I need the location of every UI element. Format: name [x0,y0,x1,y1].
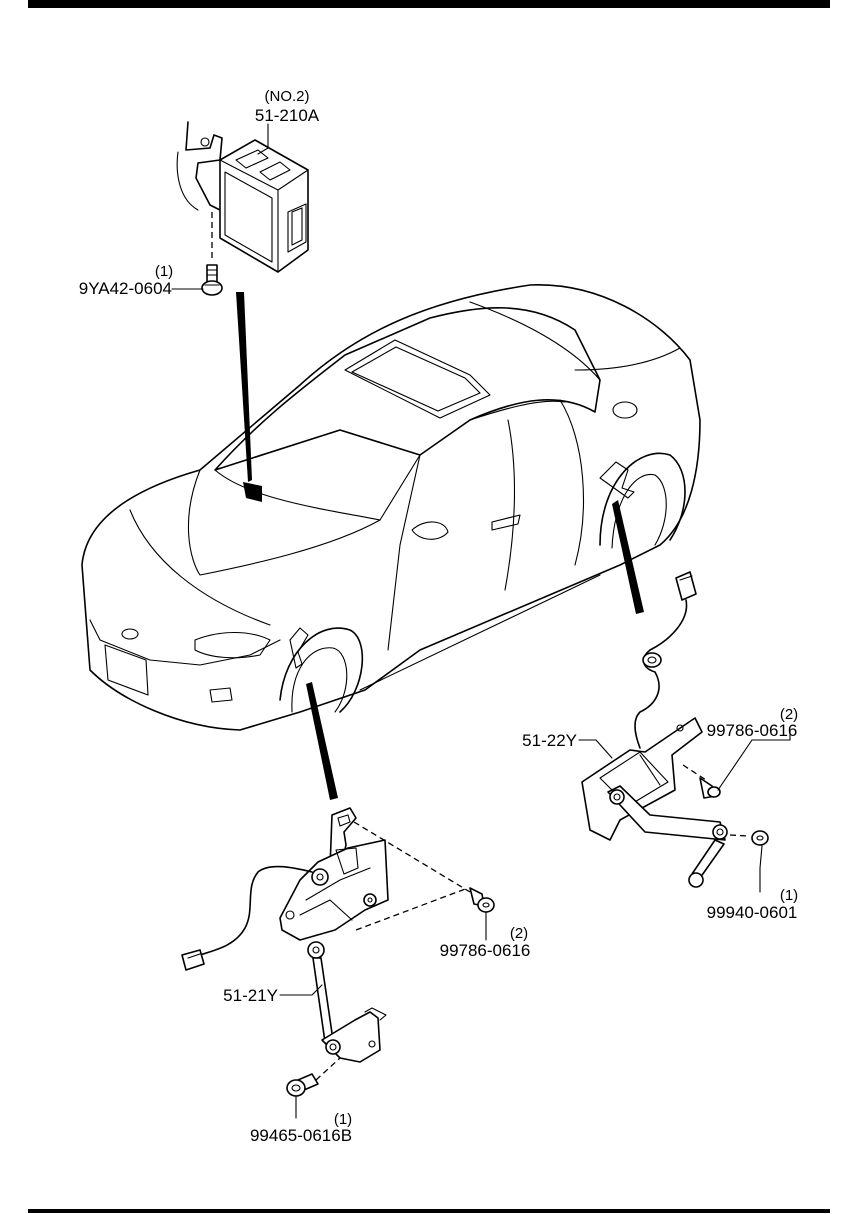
front-screw-qty: (1) [334,1111,352,1128]
front-height-sensor-51-21Y [181,807,495,1119]
front-bolt-part-number: 99786-0616 [440,941,531,960]
rear-nut-part-number: 99940-0601 [707,903,798,922]
rear-height-sensor-51-22Y [578,571,791,893]
pointer-rear-sensor [612,500,644,614]
screw-top-part-number: 9YA42-0604 [79,279,172,298]
front-sensor-part-number: 51-21Y [223,986,278,1005]
top-border [28,0,830,8]
pointer-front-sensor [306,682,338,800]
rear-sensor-part-number: 51-22Y [522,731,577,750]
rear-nut-qty: (1) [780,887,798,904]
screw-top-qty: (1) [155,263,173,280]
front-screw-part-number: 99465-0616B [250,1126,352,1145]
bottom-border [28,1209,830,1213]
rear-bolt-part-number: 99786-0616 [707,721,798,740]
control-unit-sub-label: (NO.2) [265,88,310,105]
car-illustration [81,284,701,731]
control-unit-51-210A [171,121,309,296]
rear-bolt-qty: (2) [780,706,798,723]
pointer-control-unit [236,292,252,482]
control-unit-part-number: 51-210A [255,106,320,125]
front-bolt-qty: (2) [510,925,528,942]
